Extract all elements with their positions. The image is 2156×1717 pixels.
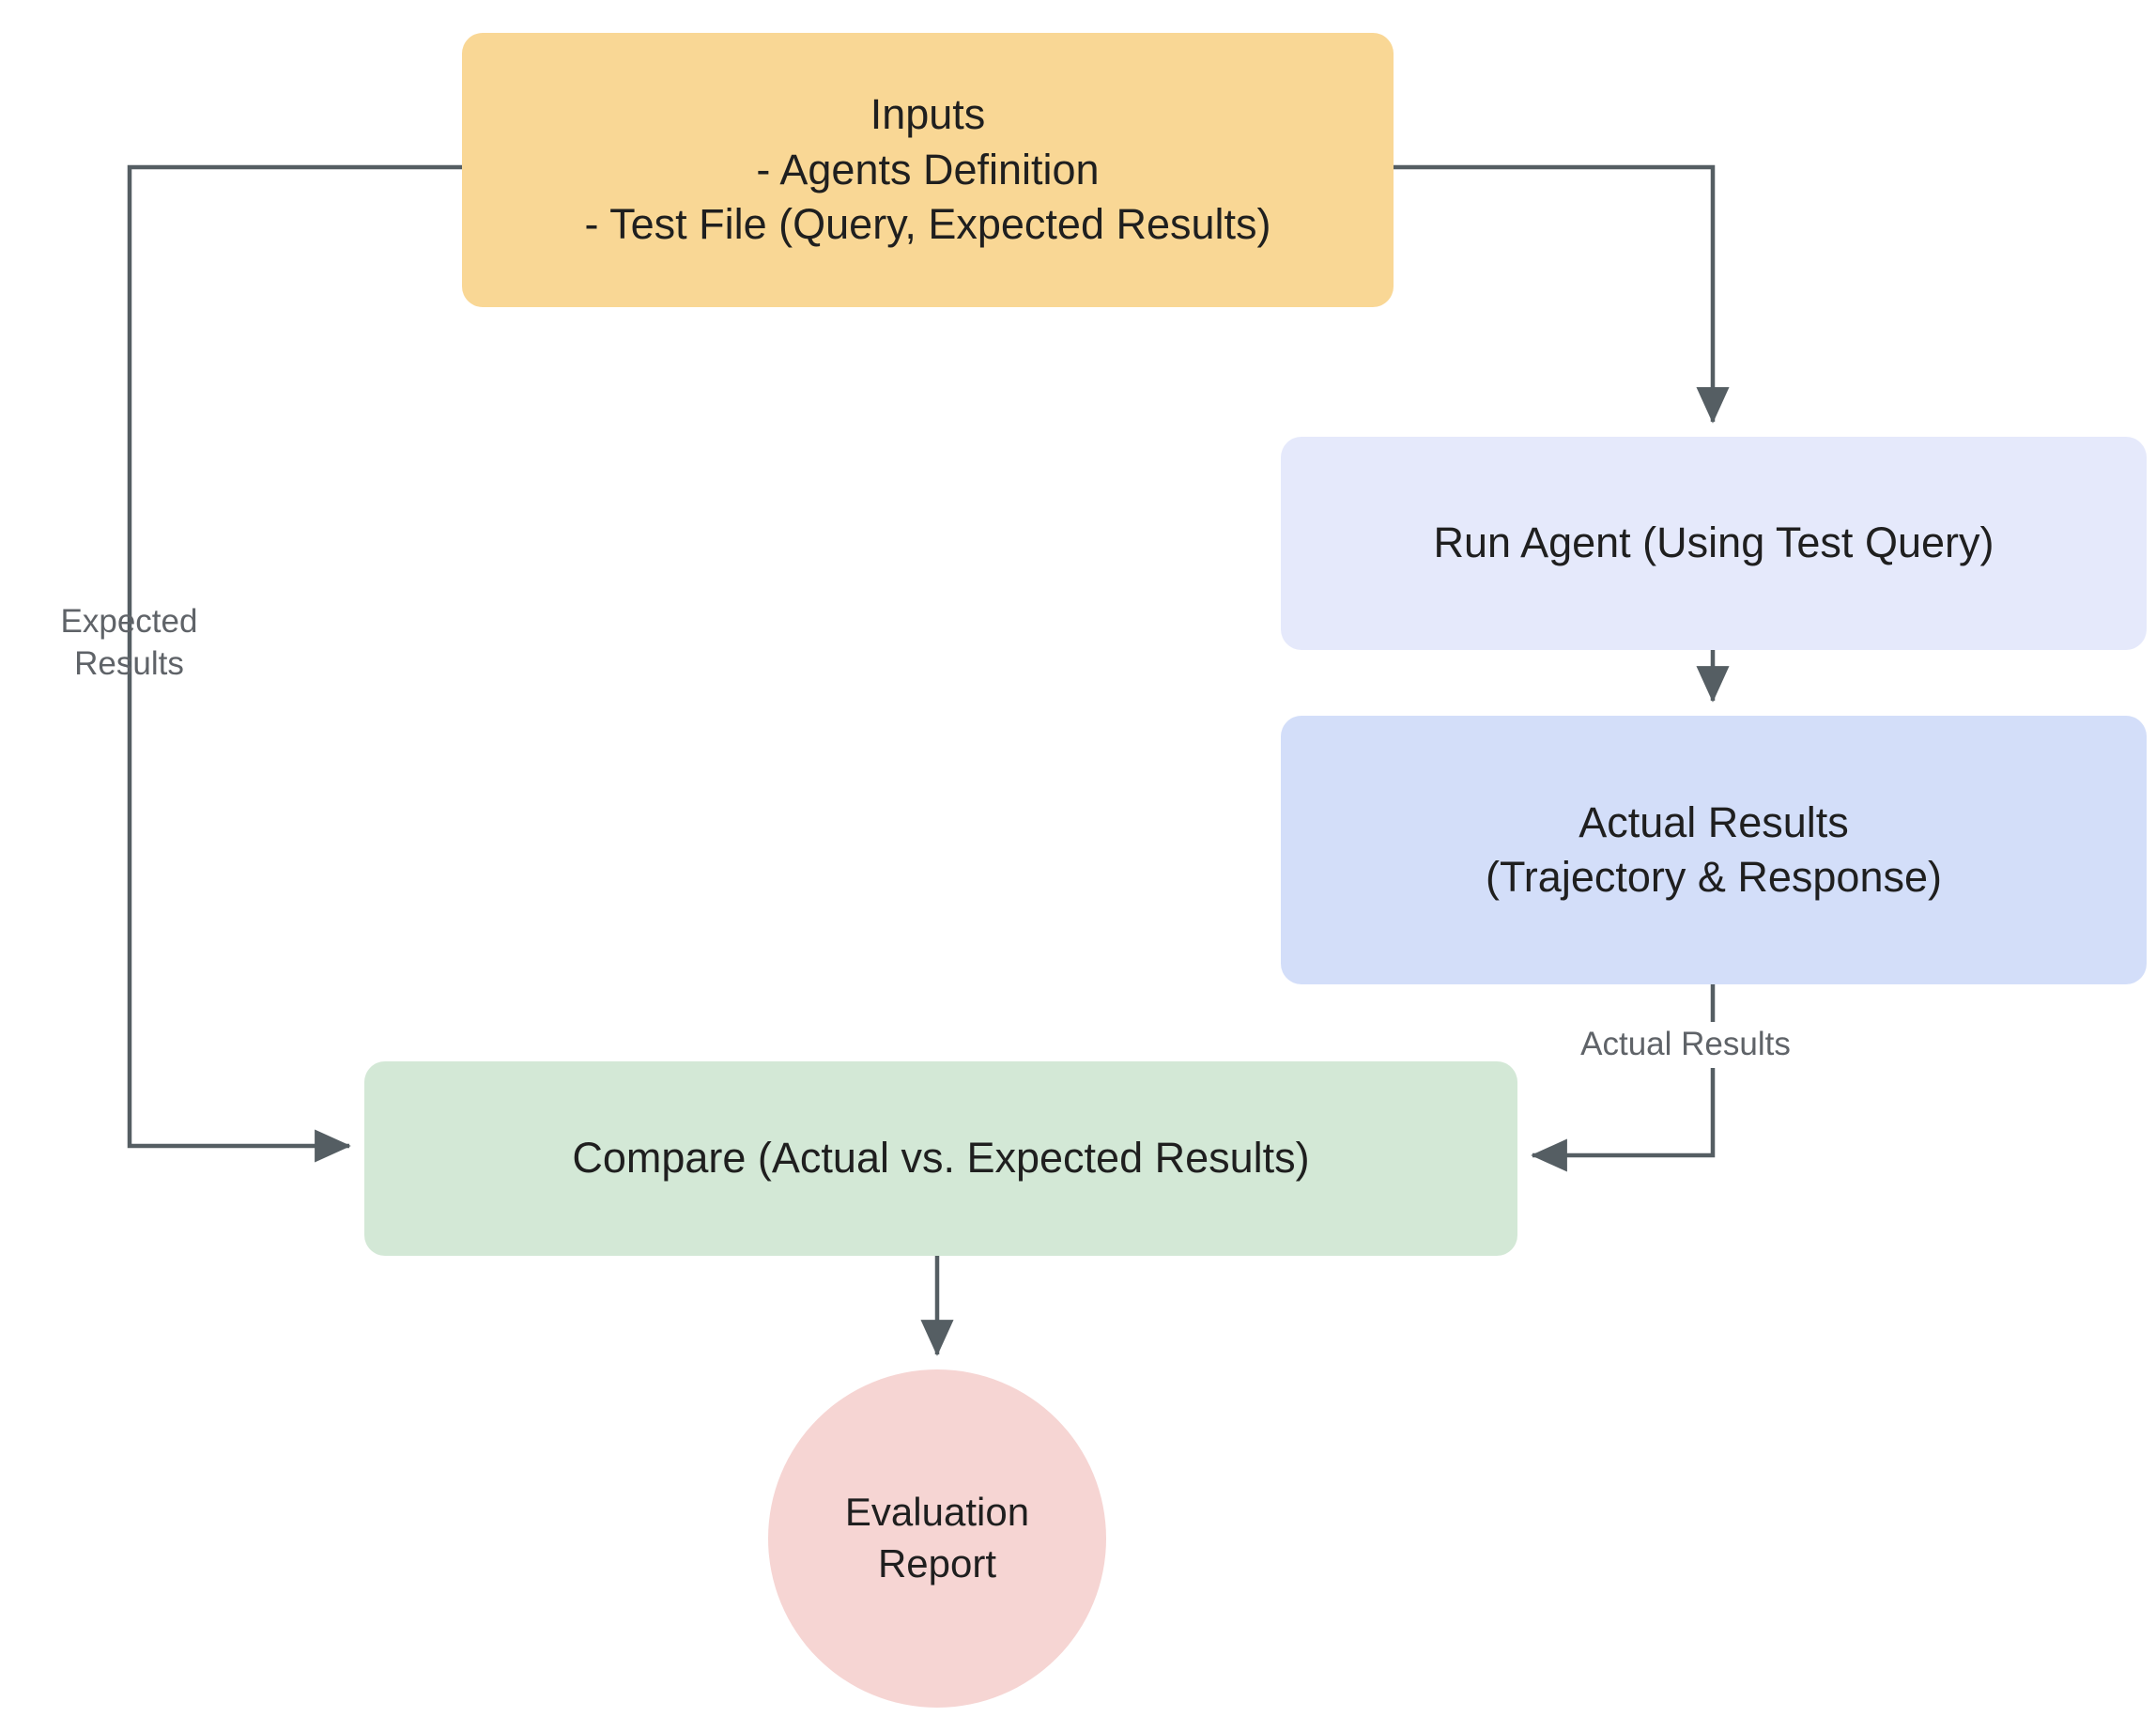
node-evaluation-report-label: Evaluation Report <box>844 1490 1030 1586</box>
node-actual-results-label: Actual Results (Trajectory & Response) <box>1486 797 1942 902</box>
node-compare-label: Compare (Actual vs. Expected Results) <box>572 1134 1310 1183</box>
edge-inputs-to-compare <box>127 164 462 1163</box>
edge-actual-results-to-compare <box>1531 984 1716 1172</box>
node-inputs-label: Inputs - Agents Definition - Test File (… <box>584 90 1271 249</box>
node-evaluation-report[interactable]: Evaluation Report <box>768 1369 1106 1708</box>
node-compare[interactable]: Compare (Actual vs. Expected Results) <box>364 1061 1517 1256</box>
edge-label-actual-results: Actual Results <box>1531 1022 1840 1068</box>
edge-label-expected-results: Expected Results <box>60 603 198 682</box>
node-inputs[interactable]: Inputs - Agents Definition - Test File (… <box>462 33 1394 307</box>
node-run-agent-label: Run Agent (Using Test Query) <box>1433 518 1994 567</box>
node-actual-results[interactable]: Actual Results (Trajectory & Response) <box>1281 716 2147 984</box>
edge-inputs-to-run-agent <box>1394 164 1730 424</box>
node-run-agent[interactable]: Run Agent (Using Test Query) <box>1281 437 2147 650</box>
